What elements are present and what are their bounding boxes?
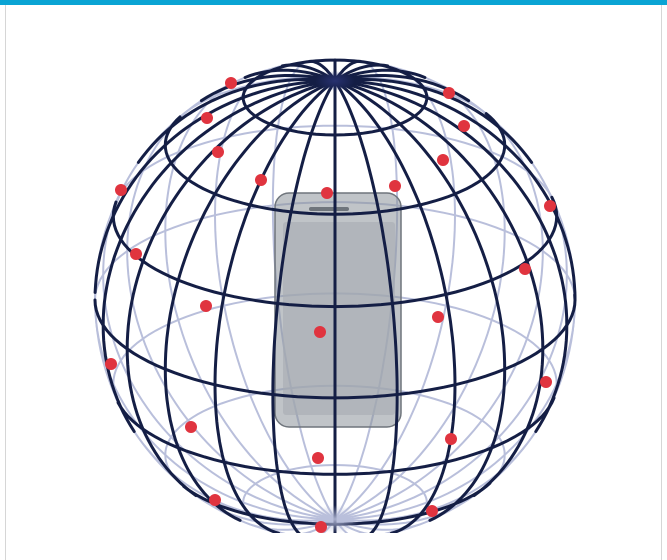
sample-point-4 (212, 146, 224, 158)
phone-speaker (309, 207, 349, 211)
sample-point-16 (105, 358, 117, 370)
sample-point-0 (225, 77, 237, 89)
meridian-8-back-0 (334, 99, 544, 521)
meridian-21-front-1 (163, 79, 337, 522)
sample-point-15 (314, 326, 326, 338)
meridian-5-back-0 (334, 430, 537, 522)
meridian-3-front-1 (333, 79, 507, 522)
sample-point-1 (443, 87, 455, 99)
parallel-2-front-1 (116, 396, 556, 476)
sample-point-2 (201, 112, 213, 124)
phone-device (274, 192, 402, 428)
sample-point-22 (426, 505, 438, 517)
parallel-6-front-0 (241, 58, 429, 137)
parallel-3-front-1 (93, 293, 577, 400)
sample-point-6 (255, 174, 267, 186)
meridian-16-front-1 (199, 74, 337, 103)
sample-point-23 (315, 521, 327, 533)
parallel-2-back-0 (112, 292, 336, 404)
sample-point-18 (185, 421, 197, 433)
frame-border-left (5, 5, 6, 560)
meridian-18-back-0 (93, 291, 336, 521)
sample-point-3 (458, 120, 470, 132)
meridian-18-front-1 (93, 79, 337, 294)
top-accent-bar (0, 0, 667, 5)
sample-point-14 (432, 311, 444, 323)
sample-point-19 (445, 433, 457, 445)
sample-point-10 (544, 200, 556, 212)
sample-point-11 (130, 248, 142, 260)
sample-point-13 (200, 300, 212, 312)
sample-point-9 (115, 184, 127, 196)
sample-point-17 (540, 376, 552, 388)
meridian-2-front-1 (333, 79, 457, 533)
sample-point-21 (209, 494, 221, 506)
phone-screen (283, 222, 395, 415)
sample-point-20 (312, 452, 324, 464)
meridian-1-front-1 (333, 79, 399, 533)
meridian-16-back-0 (126, 99, 336, 521)
meridian-20-front-1 (125, 79, 337, 498)
meridian-5-front-1 (333, 79, 569, 433)
meridian-23-front-1 (271, 79, 337, 533)
north-pole-glow (315, 70, 355, 91)
meridian-22-front-1 (213, 79, 337, 533)
meridian-17-front-1 (136, 77, 337, 164)
parallel-5-front-1 (163, 112, 507, 216)
sample-point-7 (321, 187, 333, 199)
front-grid-lines (93, 58, 577, 533)
sample-points (105, 77, 556, 533)
parallel-3-back-0 (94, 201, 336, 301)
parallel-0-back-0 (242, 464, 428, 533)
sample-point-8 (389, 180, 401, 192)
sample-point-5 (437, 154, 449, 166)
frame-border-right (661, 5, 662, 560)
sample-point-12 (519, 263, 531, 275)
